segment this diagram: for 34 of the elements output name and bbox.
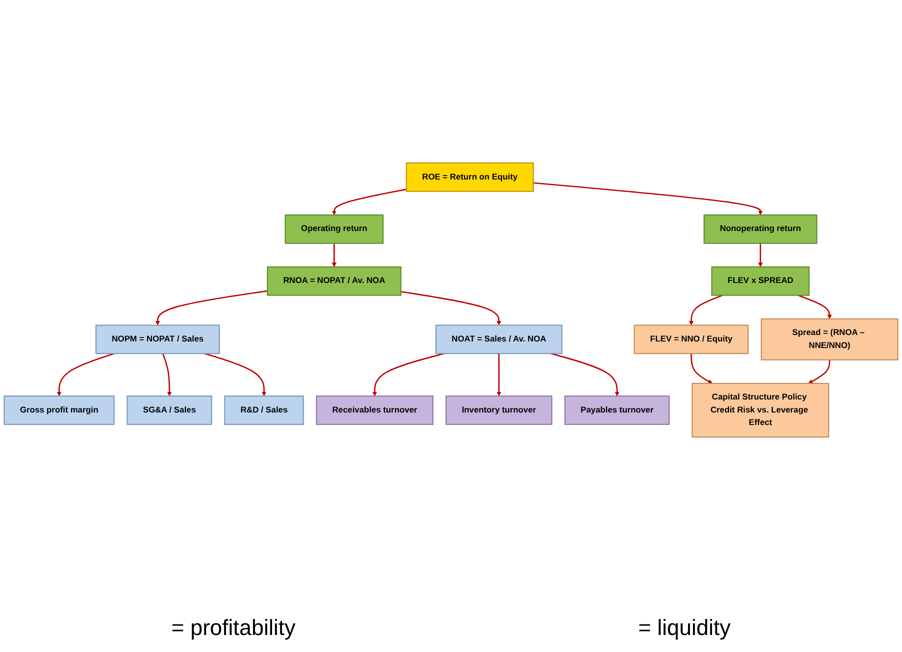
- arrow: [162, 353, 172, 396]
- node-box: [704, 214, 818, 244]
- arrow: [155, 290, 268, 326]
- arrow: [808, 360, 830, 384]
- arrow: [496, 354, 502, 396]
- node-box: [634, 324, 749, 354]
- arrow: [690, 354, 713, 384]
- node-box: [126, 396, 212, 425]
- arrow: [688, 294, 723, 326]
- arrow: [533, 182, 763, 216]
- node-box: [711, 266, 810, 296]
- arrow: [204, 352, 266, 396]
- node-box: [435, 324, 562, 354]
- arrow: [400, 290, 502, 326]
- node-box: [266, 266, 402, 296]
- arrow: [550, 352, 620, 396]
- arrow: [332, 243, 336, 268]
- node-box: [446, 396, 552, 425]
- node-box: [564, 396, 670, 425]
- arrow: [56, 352, 115, 396]
- flowchart: ROE = Return on Equity Operating return Nonoperating return RNOA = NOPAT / Av. NOA FLEV x SPREAD NOPM = NOPAT / Sales NOAT = Sales / Av. NOA FLEV = NNO / Equity Spread = (RNOA – NNE/NNO) Gross profit margin SG&A / Sales R&D / Sales Receivables turnover Inventory turnover Payables turnover Capital Structure Policy Credit Risk vs. Leverage Effect: [0, 0, 902, 600]
- node-box: [760, 318, 898, 360]
- legend-text: = profitability: [171, 614, 296, 640]
- node-box: [284, 214, 384, 244]
- arrow: [798, 294, 832, 320]
- arrow: [332, 188, 406, 216]
- node-box: [406, 162, 534, 192]
- node-box: [95, 324, 220, 354]
- legend-text: = liquidity: [638, 614, 731, 640]
- node-box: [692, 382, 830, 438]
- node-box: [224, 396, 304, 425]
- node-box: [4, 396, 115, 425]
- arrow: [758, 243, 763, 268]
- node-box: [316, 396, 434, 425]
